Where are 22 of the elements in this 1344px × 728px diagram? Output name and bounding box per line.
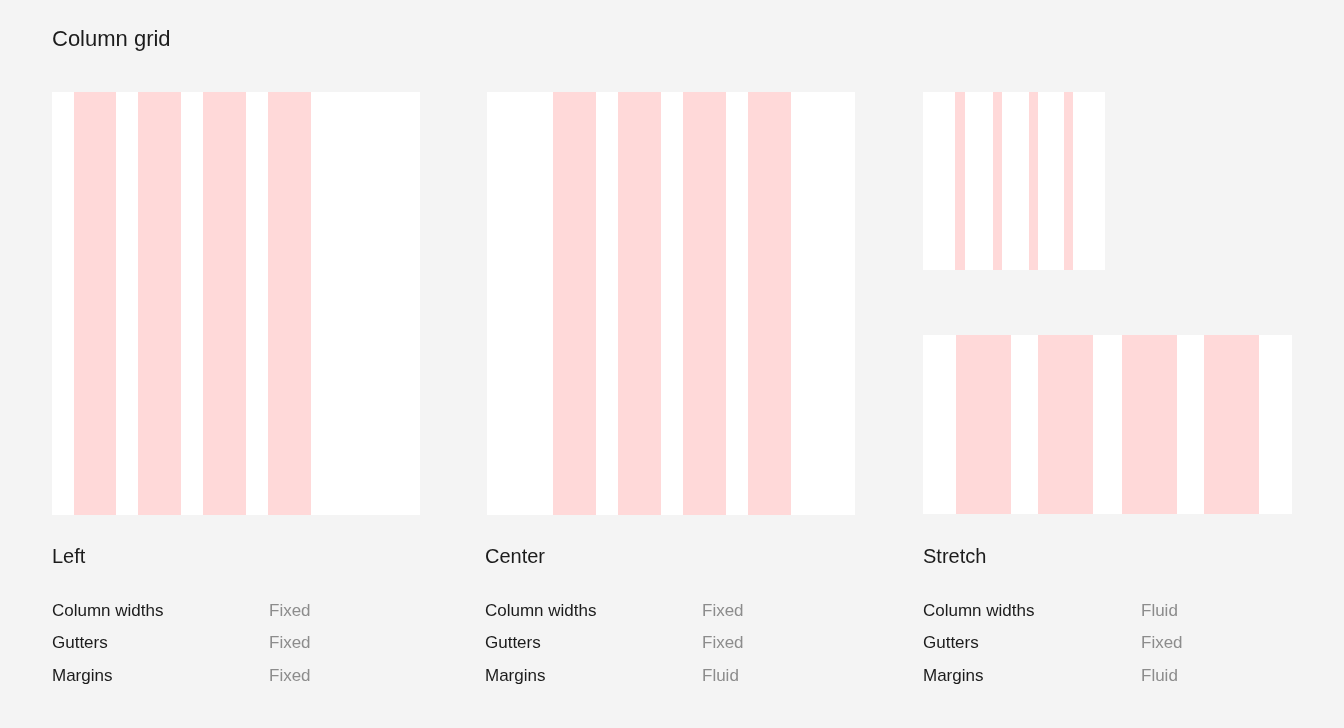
- property-value: Fixed: [1141, 633, 1183, 651]
- property-value: Fluid: [1141, 601, 1178, 619]
- property-value: Fixed: [702, 601, 744, 619]
- property-value: Fixed: [269, 666, 311, 684]
- property-value: Fixed: [269, 633, 311, 651]
- property-name: Margins: [52, 666, 113, 684]
- property-name: Gutters: [923, 633, 979, 651]
- section-heading: Stretch: [923, 546, 987, 566]
- property-name: Column widths: [923, 601, 1035, 619]
- property-name: Column widths: [52, 601, 164, 619]
- property-name: Column widths: [485, 601, 597, 619]
- diagram-title: Column grid: [52, 28, 171, 50]
- property-value: Fixed: [702, 633, 744, 651]
- property-name: Margins: [485, 666, 546, 684]
- section-heading: Left: [52, 546, 86, 566]
- property-value: Fluid: [1141, 666, 1178, 684]
- property-value: Fixed: [269, 601, 311, 619]
- property-name: Gutters: [485, 633, 541, 651]
- section-heading: Center: [485, 546, 546, 566]
- property-name: Margins: [923, 666, 984, 684]
- property-name: Gutters: [52, 633, 108, 651]
- property-value: Fluid: [702, 666, 739, 684]
